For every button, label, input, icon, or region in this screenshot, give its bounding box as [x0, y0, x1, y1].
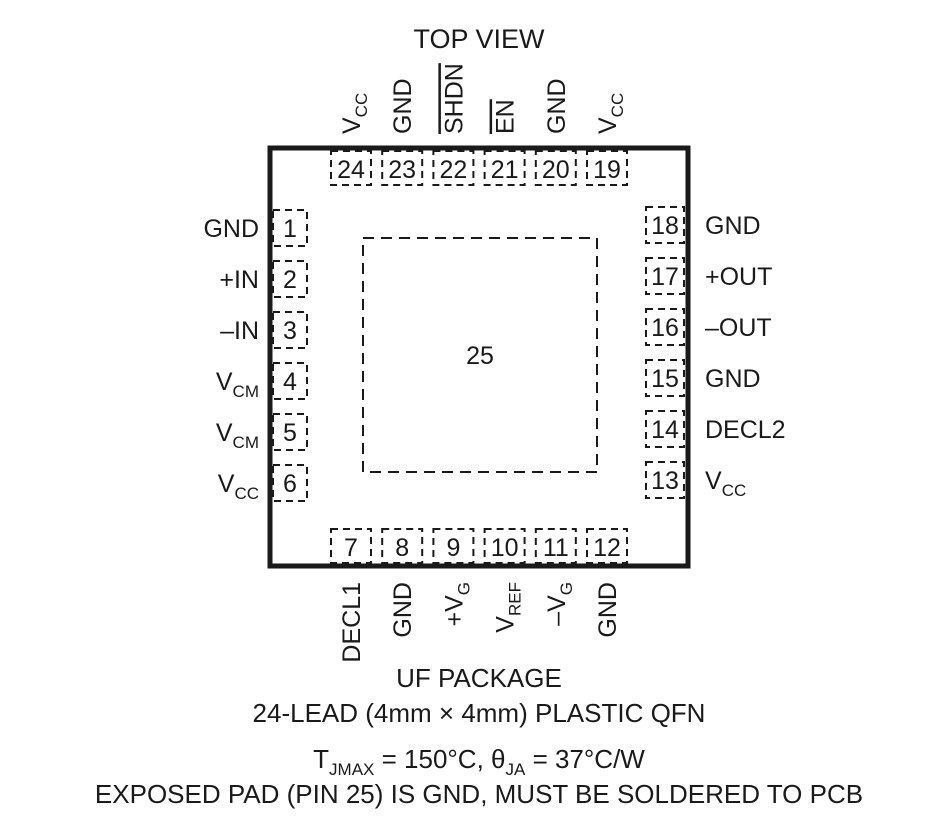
pin-11-number: 11	[543, 534, 569, 562]
pin-6-label: VCC	[218, 470, 259, 503]
pin-7-number: 7	[344, 534, 358, 562]
pin-2: 2 +IN	[219, 260, 308, 298]
pin-11: 11 –VG	[534, 528, 577, 626]
package-name: UF PACKAGE	[396, 663, 562, 693]
pin-13-number: 13	[651, 467, 679, 495]
pin-21-label: EN	[492, 99, 520, 134]
pin-14-number: 14	[651, 416, 679, 444]
pin-8-label: GND	[389, 582, 417, 638]
pin-19-number: 19	[593, 156, 621, 184]
pin-3-number: 3	[283, 317, 297, 345]
exposed-pad-outline	[362, 237, 598, 473]
pin-9-label: +VG	[440, 582, 473, 627]
package-body	[267, 145, 691, 569]
pin-16-pad	[645, 308, 685, 346]
pin-23-number: 23	[388, 156, 416, 184]
pin-13-pad	[645, 461, 685, 499]
pin-16: 16 –OUT	[645, 308, 772, 346]
pin-13: 13 VCC	[645, 461, 746, 500]
pin-19: 19 VCC	[586, 93, 628, 186]
pin-17-pad	[645, 257, 685, 295]
pin-3: 3 –IN	[220, 311, 308, 349]
pin-24: 24 VCC	[330, 93, 372, 186]
pin-20-number: 20	[542, 156, 570, 184]
pin-17-label: +OUT	[705, 263, 772, 291]
pin-14-label: DECL2	[705, 416, 786, 444]
pin-16-number: 16	[651, 314, 679, 342]
pin-2-number: 2	[283, 266, 297, 294]
pin-12-label: GND	[594, 582, 622, 638]
pin-24-number: 24	[337, 156, 365, 184]
diagram-title: TOP VIEW	[413, 24, 545, 54]
top-pin-row: 19 VCC 20 GND 21 EN 22 SHDN 23 GND 24 VCC	[330, 63, 628, 186]
pin-3-pad	[272, 311, 308, 349]
pin-24-label: VCC	[338, 93, 371, 134]
pin-1-pad	[272, 209, 308, 247]
pin-4-number: 4	[283, 368, 297, 396]
package-lead-description: 24-LEAD (4mm × 4mm) PLASTIC QFN	[253, 698, 706, 728]
exposed-pad-note: EXPOSED PAD (PIN 25) IS GND, MUST BE SOL…	[95, 779, 863, 809]
pin-8-number: 8	[395, 534, 409, 562]
pin-5-label: VCM	[216, 419, 259, 452]
pin-13-label: VCC	[705, 467, 746, 500]
pin-23: 23 GND	[381, 78, 424, 186]
pin-15-label: GND	[705, 365, 761, 393]
pin-10-number: 10	[491, 534, 519, 562]
pin-7-label: DECL1	[338, 582, 366, 663]
pin-16-label: –OUT	[705, 314, 772, 342]
pin-2-pad	[272, 260, 308, 298]
pin-4-pad	[272, 362, 308, 400]
pin-12-number: 12	[593, 534, 621, 562]
pin-22-number: 22	[439, 156, 467, 184]
pin-5-number: 5	[283, 419, 297, 447]
pin-1-number: 1	[283, 215, 297, 243]
pin-10-label: VREF	[492, 582, 525, 633]
pin-15-pad	[645, 359, 685, 397]
pin-18: 18 GND	[645, 206, 761, 244]
pin-15: 15 GND	[645, 359, 761, 397]
pin-4: 4 VCM	[216, 362, 308, 401]
pin-4-label: VCM	[216, 368, 259, 401]
pin-18-pad	[645, 206, 685, 244]
pin-6-pad	[272, 464, 308, 502]
pin-21-number: 21	[491, 156, 519, 184]
pin-23-label: GND	[389, 78, 417, 134]
pin-20-label: GND	[543, 78, 571, 134]
pin-9: 9 +VG	[432, 528, 475, 627]
pin-18-label: GND	[705, 212, 761, 240]
pin-5-pad	[272, 413, 308, 451]
pin-3-label: –IN	[220, 317, 259, 345]
pin-2-label: +IN	[219, 266, 259, 294]
pin-15-number: 15	[651, 365, 679, 393]
pin-6-number: 6	[283, 470, 297, 498]
pin-11-label: –VG	[543, 582, 576, 626]
pin-1: 1 GND	[203, 209, 308, 247]
pin-9-number: 9	[446, 534, 460, 562]
pin-22-label: SHDN	[440, 63, 468, 134]
pin-14-pad	[645, 410, 685, 448]
pin-20: 20 GND	[534, 78, 577, 186]
pin-1-label: GND	[203, 215, 259, 243]
pin-17-number: 17	[651, 263, 679, 291]
pin-6: 6 VCC	[218, 464, 308, 503]
pin-17: 17 +OUT	[645, 257, 772, 295]
pin-22: 22 SHDN	[432, 63, 475, 186]
pin-14: 14 DECL2	[645, 410, 786, 448]
pin-19-label: VCC	[594, 93, 627, 134]
pin-21: 21 EN	[483, 99, 526, 186]
pin-5: 5 VCM	[216, 413, 308, 452]
thermal-spec: TJMAX = 150°C, θJA = 37°C/W	[313, 744, 645, 779]
exposed-pad-number: 25	[466, 342, 494, 370]
pin-18-number: 18	[651, 212, 679, 240]
